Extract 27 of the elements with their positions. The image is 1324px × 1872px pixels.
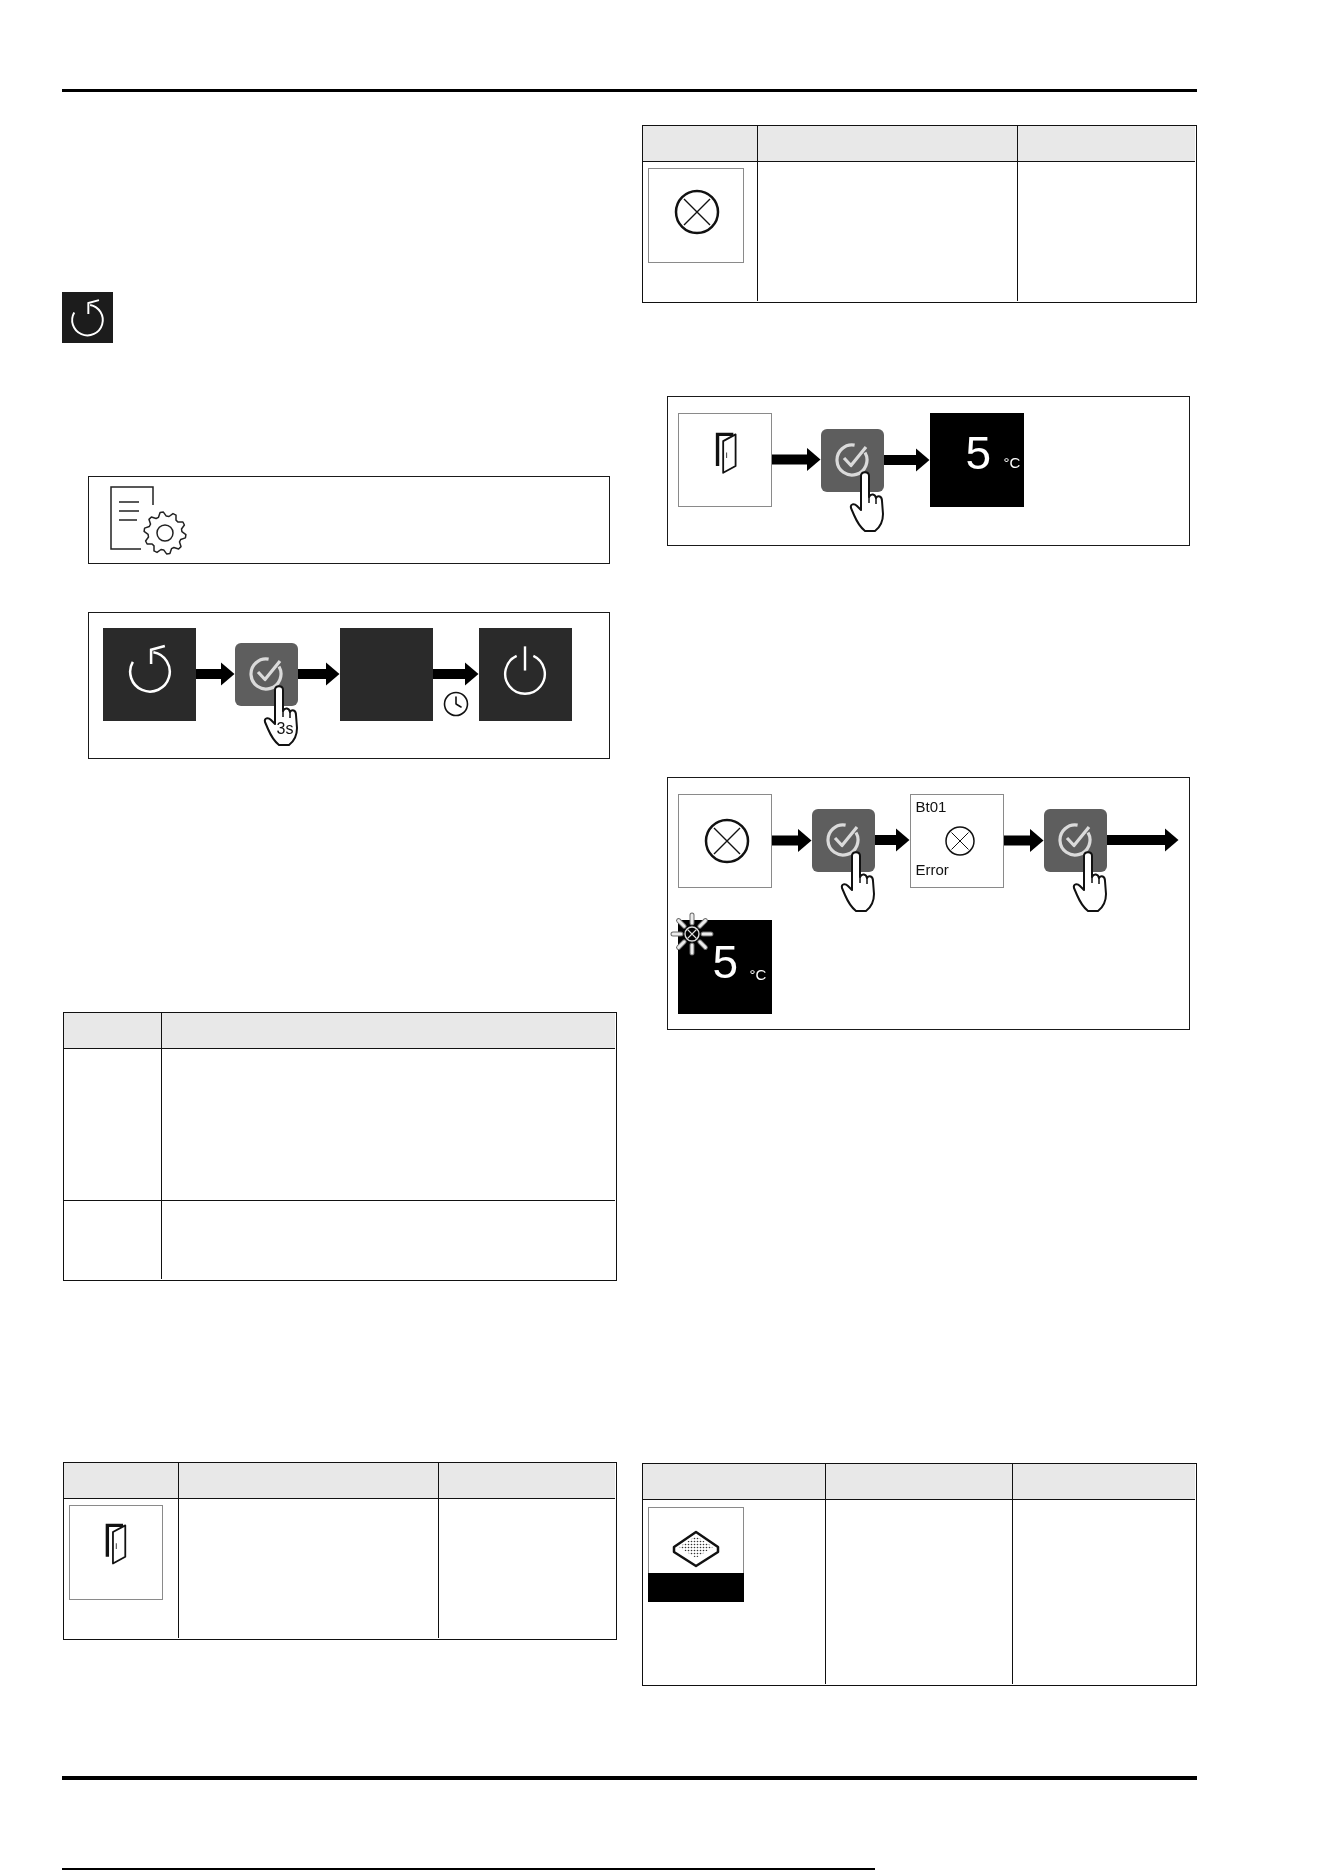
- duration-label: 3s: [276, 720, 294, 737]
- error-code: Bt01: [915, 798, 947, 814]
- arrow: [883, 448, 930, 472]
- display-tile: [478, 627, 572, 721]
- arrow: [874, 828, 910, 852]
- arrow: [771, 447, 821, 472]
- instruction-panel: [667, 777, 1190, 1030]
- display-tile: [339, 627, 433, 721]
- display-tile: [102, 627, 196, 721]
- instruction-panel: [88, 612, 610, 759]
- note-box: [88, 476, 610, 564]
- arrow: [1106, 828, 1179, 852]
- temperature-display: [929, 412, 1024, 507]
- arrow: [297, 662, 340, 686]
- status-text: Error: [915, 861, 949, 877]
- arrow: [195, 662, 235, 686]
- arrow: [1003, 828, 1044, 853]
- instruction-panel: [667, 396, 1190, 546]
- display-tile: [677, 412, 772, 507]
- display-tile: [677, 793, 772, 888]
- error-display: [909, 793, 1004, 888]
- temperature-value: 5: [965, 429, 992, 476]
- arrow: [771, 828, 812, 853]
- temperature-unit: °C: [749, 966, 767, 982]
- arrow: [432, 662, 479, 686]
- temperature-value: 5: [712, 938, 739, 985]
- temperature-unit: °C: [1003, 454, 1021, 470]
